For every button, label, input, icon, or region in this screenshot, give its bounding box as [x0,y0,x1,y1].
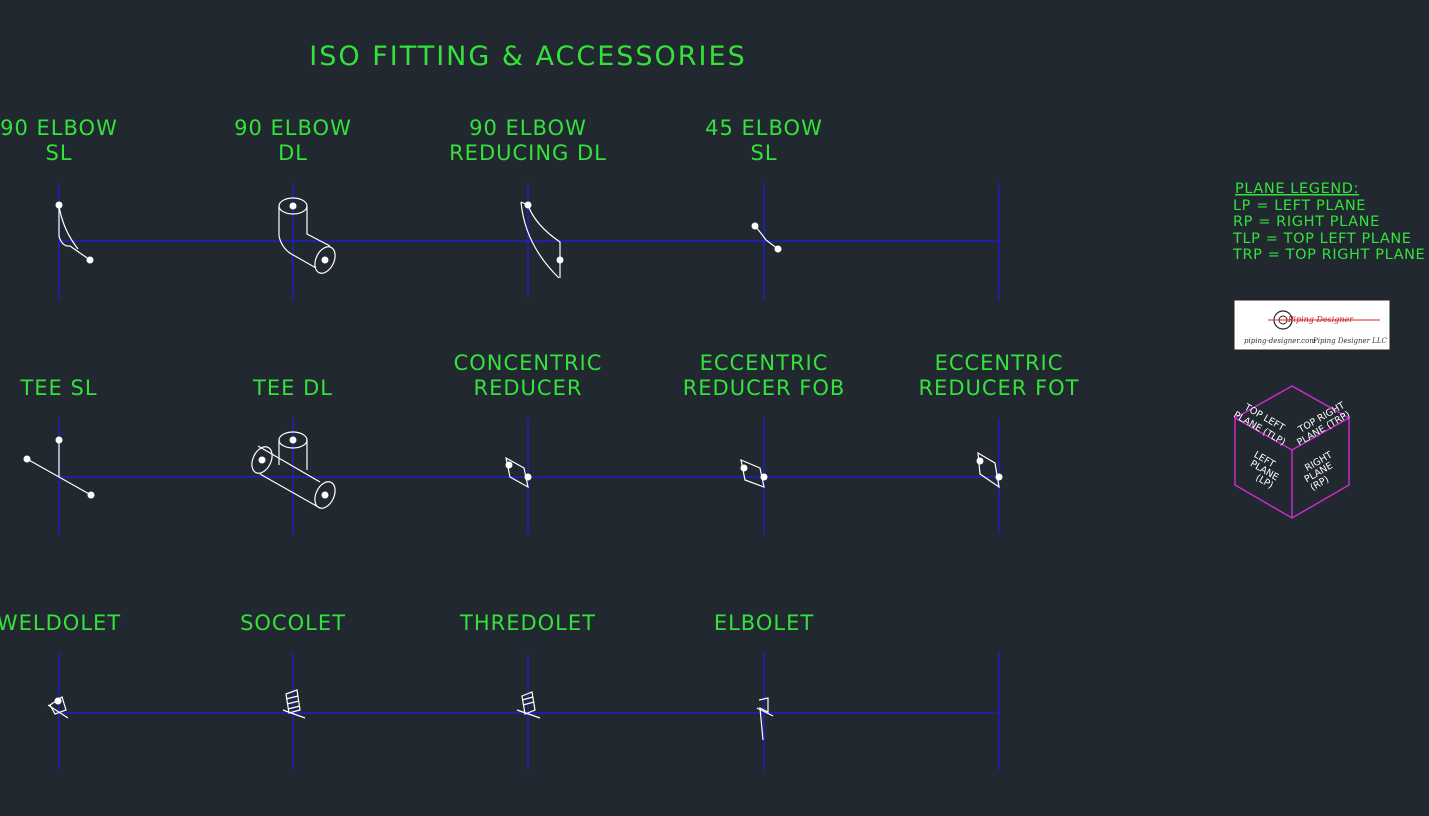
drawing-title: ISO FITTING & ACCESSORIES [309,41,746,72]
symbol-90-elbow-dl [278,197,336,274]
label-45-elbow-sl-line1: 45 ELBOW [705,116,823,140]
company-logo: Piping Designer piping-designer.com Pipi… [1233,299,1391,351]
label-concentric-line2: REDUCER [474,376,583,400]
label-tee-sl: TEE SL [19,376,97,400]
symbol-90-elbow-sl [55,201,94,264]
legend-entry-trp: TRP = TOP RIGHT PLANE [1232,247,1425,263]
symbol-eccentric-reducer-fob [740,459,768,488]
symbol-socolet [282,689,306,719]
legend-heading: PLANE LEGEND: [1235,181,1359,197]
logo-brand: Piping Designer [1287,315,1354,324]
symbol-tee-dl [251,431,336,509]
symbol-90-elbow-reducing-dl [520,201,564,279]
label-90-elbow-dl-line2: DL [278,141,308,165]
label-90-elbow-reducing-line2: REDUCING DL [449,141,607,165]
label-90-elbow-sl-line2: SL [45,141,72,165]
label-concentric-line1: CONCENTRIC [454,351,603,375]
symbol-weldolet [47,696,69,719]
logo-box [1233,299,1391,351]
label-45-elbow-sl-line2: SL [750,141,777,165]
label-eccentric-fob-line2: REDUCER FOB [683,376,846,400]
label-90-elbow-sl-line1: 90 ELBOW [0,116,118,140]
legend-entry-lp: LP = LEFT PLANE [1233,198,1366,214]
label-eccentric-fob-line1: ECCENTRIC [700,351,829,375]
row-2-labels: TEE SL TEE DL CONCENTRIC REDUCER ECCENTR… [19,351,1079,400]
label-tee-dl: TEE DL [252,376,333,400]
symbol-elbolet [756,697,774,741]
label-eccentric-fot-line2: REDUCER FOT [918,376,1079,400]
label-eccentric-fot-line1: ECCENTRIC [935,351,1064,375]
symbol-concentric-reducer [505,456,532,489]
label-elbolet: ELBOLET [714,611,814,635]
label-thredolet: THREDOLET [459,611,596,635]
logo-company: Piping Designer LLC [1312,337,1387,345]
orientation-cube: TOP LEFT PLANE (TLP) TOP RIGHT PLANE (TR… [1231,385,1352,519]
cube-edges [1234,417,1350,518]
symbol-eccentric-reducer-fot [976,451,1003,489]
label-weldolet: WELDOLET [0,611,121,635]
legend-entry-tlp: TLP = TOP LEFT PLANE [1232,231,1412,247]
legend-entry-rp: RP = RIGHT PLANE [1233,214,1380,230]
symbol-thredolet [516,691,541,719]
symbol-45-elbow-sl [751,222,782,253]
label-90-elbow-reducing-line1: 90 ELBOW [469,116,587,140]
label-90-elbow-dl-line1: 90 ELBOW [234,116,352,140]
logo-website: piping-designer.com [1244,337,1316,345]
plane-legend: PLANE LEGEND: LP = LEFT PLANE RP = RIGHT… [1232,181,1425,263]
symbol-tee-sl [23,436,95,499]
label-socolet: SOCOLET [240,611,346,635]
row-1-labels: 90 ELBOW SL 90 ELBOW DL 90 ELBOW REDUCIN… [0,116,823,165]
row-3-labels: WELDOLET SOCOLET THREDOLET ELBOLET [0,611,814,635]
